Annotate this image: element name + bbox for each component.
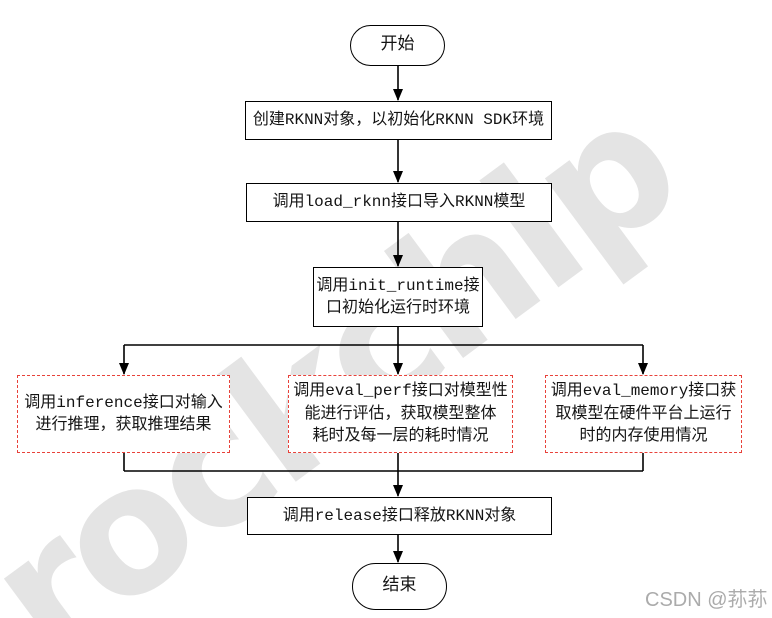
- node-release-label: 调用release接口释放RKNN对象: [282, 506, 517, 525]
- node-eval-perf: 调用eval_perf接口对模型性 能进行评估，获取模型整体 耗时及每一层的耗时…: [288, 375, 513, 453]
- csdn-credit: CSDN @荪荪: [645, 589, 768, 611]
- node-inference: 调用inference接口对输入 进行推理，获取推理结果: [17, 375, 230, 453]
- node-init-runtime: 调用init_runtime接 口初始化运行时环境: [313, 267, 483, 327]
- node-end-label: 结束: [382, 576, 417, 596]
- node-init-runtime-label: 调用init_runtime接 口初始化运行时环境: [316, 276, 480, 317]
- node-end: 结束: [352, 563, 447, 610]
- node-eval-memory-label: 调用eval_memory接口获 取模型在硬件平台上运行 时的内存使用情况: [550, 382, 737, 446]
- node-eval-perf-label: 调用eval_perf接口对模型性 能进行评估，获取模型整体 耗时及每一层的耗时…: [293, 382, 508, 446]
- node-release: 调用release接口释放RKNN对象: [247, 497, 552, 535]
- node-create-rknn-label: 创建RKNN对象，以初始化RKNN SDK环境: [252, 111, 545, 130]
- node-load-rknn-label: 调用load_rknn接口导入RKNN模型: [272, 193, 526, 212]
- node-start: 开始: [350, 25, 445, 66]
- node-eval-memory: 调用eval_memory接口获 取模型在硬件平台上运行 时的内存使用情况: [545, 375, 742, 453]
- node-inference-label: 调用inference接口对输入 进行推理，获取推理结果: [24, 393, 223, 434]
- node-load-rknn: 调用load_rknn接口导入RKNN模型: [246, 183, 552, 222]
- node-start-label: 开始: [380, 35, 415, 55]
- node-create-rknn: 创建RKNN对象，以初始化RKNN SDK环境: [245, 101, 552, 140]
